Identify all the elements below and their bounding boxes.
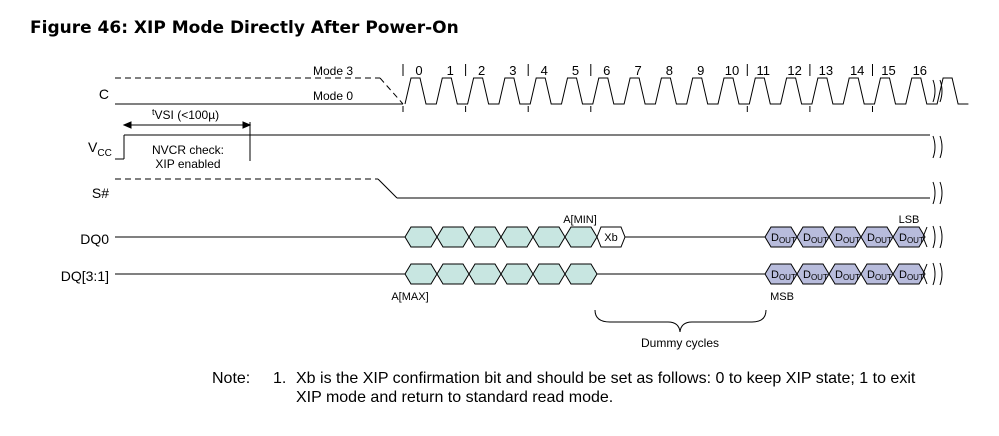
output-cell-label: DOUT [867, 269, 892, 282]
clock-cycle-label: 12 [787, 63, 801, 78]
lsb-label: LSB [899, 214, 920, 226]
output-cell-label: DOUT [835, 269, 860, 282]
tvsi-text: VSI (<100µ) [155, 108, 220, 122]
chip-select-waveform [115, 178, 930, 199]
address-cell [564, 263, 598, 285]
tvsi-prefix: t [152, 107, 155, 117]
signal-label-dq31: DQ[3:1] [61, 268, 109, 284]
clock-cycle-ticks [402, 64, 873, 112]
partial-cell-marks [922, 226, 928, 285]
xb-label: Xb [604, 232, 617, 244]
output-cell-label: DOUT [867, 232, 892, 245]
a-min-label: A[MIN] [563, 214, 597, 226]
address-cell [500, 263, 534, 285]
clock-cycle-label: 13 [819, 63, 833, 78]
dummy-cycles-brace [594, 309, 767, 333]
clock-cycle-label: 6 [603, 63, 610, 78]
note-line-2: XIP mode and return to standard read mod… [296, 389, 614, 406]
vcc-main: V [88, 139, 98, 155]
clock-cycle-label: 0 [415, 63, 422, 78]
output-cell-label: DOUT [899, 269, 924, 282]
nvcr-check-line2: XIP enabled [155, 157, 220, 171]
address-cell [404, 226, 438, 248]
mode3-label: Mode 3 [313, 64, 353, 78]
dq31-output-cells: DOUT DOUT DOUT DOUT DOUT [764, 263, 926, 285]
address-cell [564, 226, 598, 248]
address-cell [468, 226, 502, 248]
clock-cycle-label: 5 [572, 63, 579, 78]
clock-cycle-label: 3 [509, 63, 516, 78]
a-max-label: A[MAX] [391, 291, 428, 303]
output-cell-label: DOUT [835, 232, 860, 245]
tvsi-label: tVSI (<100µ) [152, 107, 219, 122]
vcc-waveform [115, 122, 930, 161]
address-cell [404, 263, 438, 285]
output-cell-label: DOUT [803, 232, 828, 245]
signal-label-clock: C [99, 86, 109, 102]
address-cell [436, 226, 470, 248]
address-cell [532, 263, 566, 285]
clock-cycle-label: 11 [757, 63, 771, 78]
dq0-output-cells: DOUT DOUT DOUT DOUT DOUT [764, 226, 926, 248]
clock-cycle-label: 14 [850, 63, 864, 78]
address-cell [532, 226, 566, 248]
clock-pulses [404, 77, 969, 105]
clock-cycle-label: 4 [541, 63, 548, 78]
dq0-address-cells [404, 226, 598, 248]
nvcr-check-line1: NVCR check: [152, 143, 224, 157]
mode0-label: Mode 0 [313, 89, 353, 103]
signal-label-vcc: VCC [88, 139, 112, 159]
clock-cycle-label: 16 [913, 63, 927, 78]
output-cell-label: DOUT [771, 269, 796, 282]
output-cell-label: DOUT [899, 232, 924, 245]
dq-baselines [115, 236, 765, 275]
vcc-sub: CC [97, 148, 111, 159]
clock-cycle-label: 9 [697, 63, 704, 78]
address-cell [468, 263, 502, 285]
signal-label-chip-select: S# [92, 185, 109, 201]
dummy-cycles-label: Dummy cycles [641, 336, 719, 350]
note-line-1: Xb is the XIP confirmation bit and shoul… [296, 370, 916, 387]
output-cell-label: DOUT [803, 269, 828, 282]
clock-cycle-label: 1 [447, 63, 454, 78]
clock-cycle-label: 7 [634, 63, 641, 78]
clock-cycle-label: 2 [478, 63, 485, 78]
figure-title: Figure 46: XIP Mode Directly After Power… [30, 18, 459, 38]
clock-cycle-label: 10 [725, 63, 739, 78]
tvsi-arrow [122, 121, 252, 129]
address-cell [500, 226, 534, 248]
signal-label-dq0: DQ0 [80, 231, 109, 247]
msb-label: MSB [770, 291, 794, 303]
clock-break-marks [932, 79, 943, 286]
output-cell [892, 226, 926, 248]
address-cell [436, 263, 470, 285]
note-number: 1. [273, 370, 287, 387]
clock-cycle-label: 8 [666, 63, 673, 78]
output-cell-label: DOUT [771, 232, 796, 245]
note-label: Note: [212, 370, 251, 387]
clock-cycle-label: 15 [881, 63, 895, 78]
xb-cell: Xb [596, 226, 626, 248]
clock-waveform [115, 77, 969, 105]
dq31-address-cells [404, 263, 598, 285]
output-cell [892, 263, 926, 285]
